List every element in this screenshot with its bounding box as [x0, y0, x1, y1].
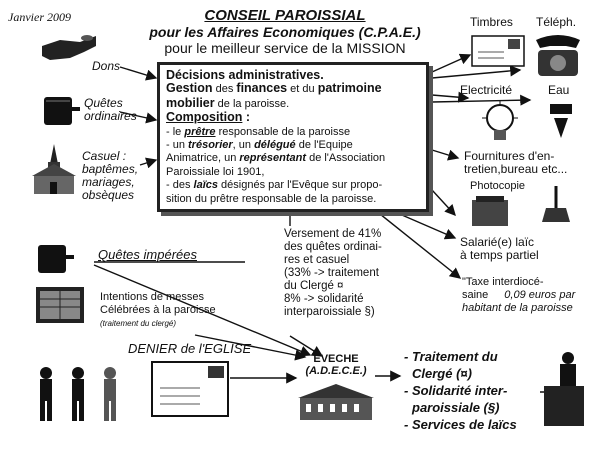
title-line3: pour le meilleur service de la MISSION — [164, 40, 406, 56]
label-dons: Dons — [92, 59, 121, 73]
gestion-line1: Gestion des finances et du patrimoine — [166, 81, 382, 96]
lightbulb-icon — [482, 100, 518, 140]
label-fournitures: Fournitures d'en-tretien,bureau etc... — [464, 149, 568, 176]
page-title: CONSEIL PAROISSIAL pour les Affaires Eco… — [140, 7, 430, 57]
arrow-salarie — [394, 211, 457, 240]
people-figures-icon — [40, 367, 116, 421]
label-quetes-imperees: Quêtes impérées — [98, 247, 197, 262]
label-denier: DENIER de l'EGLISE — [128, 341, 252, 356]
mass-intentions-book-icon — [36, 287, 84, 323]
member-laics: - des laïcs désignés par l'Evêque sur pr… — [166, 179, 383, 192]
label-electricite: Electricité — [460, 83, 513, 97]
title-line1: CONSEIL PAROISSIAL — [204, 7, 366, 24]
bishopric-building-icon — [298, 384, 374, 420]
member-representant: Animatrice, un représentant de l'Associa… — [166, 152, 386, 165]
decisions-text: Décisions administratives. — [166, 68, 324, 82]
results-list: - Traitement du Clergé (¤) - Solidarité … — [404, 349, 517, 432]
label-casuel: Casuel :baptêmes,mariages,obsèques — [82, 149, 139, 202]
member-tresorier: - un trésorier, un délégué de l'Equipe — [166, 139, 353, 152]
date-label: Janvier 2009 — [8, 10, 71, 24]
arrow-fournitures — [431, 149, 460, 161]
arrow-teleph — [431, 65, 522, 79]
stamp-envelope-icon — [471, 35, 525, 67]
arrow-intentions — [194, 334, 307, 361]
label-timbres: Timbres — [470, 15, 513, 29]
water-tap-icon — [550, 104, 572, 138]
member-laics-cont: sition du prêtre responsable de la paroi… — [166, 192, 377, 205]
title-line2: pour les Affaires Economiques (C.P.A.E.) — [149, 24, 421, 40]
label-eau: Eau — [548, 83, 570, 97]
eveche-label: EVECHE (A.D.E.C.E.) — [305, 353, 367, 377]
arrow-eau — [431, 94, 532, 106]
label-photocopie: Photocopie — [470, 180, 526, 192]
composition-heading: Composition : — [166, 110, 251, 125]
arrow-electricite — [431, 91, 470, 103]
telephone-icon — [536, 35, 580, 76]
arrow-casuel — [139, 157, 158, 169]
arrow-quetes — [119, 111, 158, 124]
gestion-line2: mobilier de la paroisse. — [166, 95, 290, 110]
envelope-letter-icon — [151, 361, 229, 417]
arrow-taxe — [379, 213, 462, 279]
collection-pouch-icon — [44, 97, 80, 125]
church-icon — [32, 144, 76, 194]
cpae-main-box: Décisions administratives. Gestion des f… — [157, 62, 429, 212]
member-association: Paroissiale loi 1901, — [166, 165, 265, 178]
speaker-at-lectern-icon — [544, 352, 584, 426]
arrow-imperees — [93, 264, 312, 357]
member-pretre: - le prêtre responsable de la paroisse — [166, 125, 351, 138]
label-teleph: Téléph. — [536, 15, 577, 29]
broom-icon — [542, 186, 570, 222]
arrow-versement-eveche — [289, 335, 324, 357]
arrow-photocopie — [431, 189, 456, 217]
versement-text: Versement de 41%des quêtes ordinai-res e… — [284, 228, 382, 318]
hand-coins-icon — [42, 35, 96, 60]
arrow-timbres — [431, 53, 472, 73]
photocopier-icon — [472, 196, 508, 226]
collection-pouch-icon-2 — [38, 245, 74, 273]
arrow-dons — [119, 66, 158, 81]
